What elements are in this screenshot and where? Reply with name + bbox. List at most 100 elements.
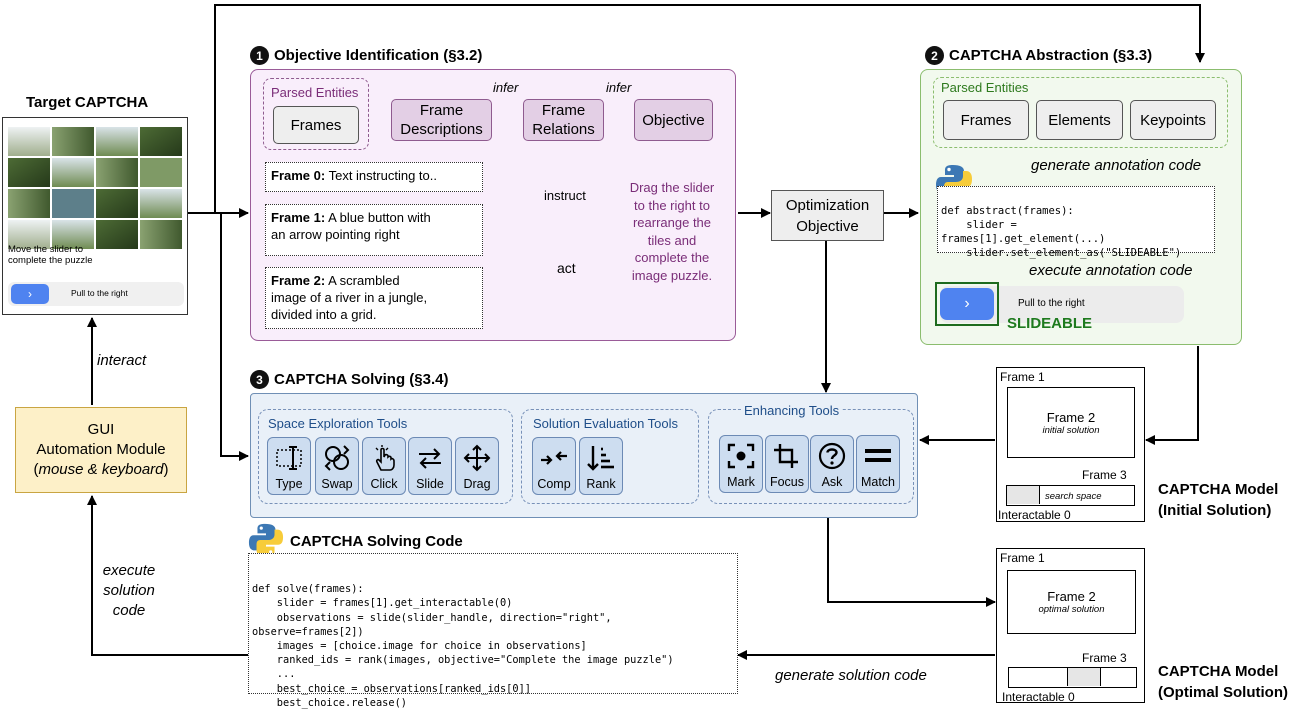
gui-line1: GUI [87, 421, 115, 438]
step-number-2: 2 [925, 46, 944, 65]
slide-arrows-icon [419, 448, 441, 469]
target-instruction-line2: complete the puzzle [8, 255, 93, 266]
python-logo-icon [248, 523, 284, 557]
arrow-to-solving [220, 213, 249, 461]
ab-parsed-entities-group [933, 77, 1228, 148]
objective-box: Objective [634, 99, 713, 141]
target-captcha-panel: Move the slider to complete the puzzle ›… [2, 117, 188, 315]
initial-interactable-label: Interactable 0 [998, 508, 1071, 522]
compare-icon [541, 451, 567, 465]
ab-frames-box: Frames [943, 100, 1029, 140]
frame0-description: Frame 0: Text instructing to.. [265, 162, 483, 192]
pointer-hand-icon [375, 445, 395, 471]
swap-icon [324, 445, 350, 471]
enhancing-tools-label: Enhancing Tools [742, 403, 842, 418]
focus-mark-icon [727, 443, 755, 469]
optimization-objective-box: Optimization Objective [771, 190, 884, 241]
initial-frame1-label: Frame 1 [1000, 370, 1045, 384]
relation-act-label: act [555, 260, 578, 276]
frame-descriptions-box: Frame Descriptions [391, 99, 492, 141]
execute-solution-code-label: execute solution code [102, 562, 156, 619]
swap-tool[interactable]: Swap [315, 437, 359, 495]
search-space-label: search space [1045, 491, 1102, 502]
chevron-right-icon: › [28, 287, 32, 301]
arrow-abstraction-to-model [1145, 346, 1199, 445]
initial-model-frame2: Frame 2 initial solution [1007, 387, 1135, 458]
mark-tool[interactable]: Mark [719, 435, 763, 493]
match-tool[interactable]: Match [856, 435, 900, 493]
move-arrows-icon [463, 444, 491, 472]
abstraction-code-block: def abstract(frames): slider =frames[1].… [937, 186, 1215, 259]
target-slider-track[interactable]: › Pull to the right [8, 282, 184, 306]
oi-frames-box: Frames [273, 106, 359, 144]
target-instruction-line1: Move the slider to [8, 244, 83, 255]
solution-evaluation-group [521, 409, 699, 504]
optimal-frame3-label: Frame 3 [1082, 651, 1127, 665]
puzzle-image-grid [8, 127, 182, 249]
oi-parsed-entities-label: Parsed Entities [271, 85, 359, 100]
captcha-solving-title: 3 CAPTCHA Solving (§3.4) [250, 370, 448, 389]
frame2-description: Frame 2: A scrambled image of a river in… [265, 267, 483, 329]
objective-identification-title: 1 Objective Identification (§3.2) [250, 46, 482, 65]
equals-icon [865, 449, 891, 462]
objective-text: Drag the slider to the right to rearrang… [629, 180, 715, 283]
sort-rank-icon [587, 446, 614, 471]
space-exploration-label: Space Exploration Tools [268, 416, 408, 431]
arrow-code-to-gui [87, 495, 248, 656]
generate-annotation-code-label: generate annotation code [1031, 157, 1202, 174]
ab-elements-box: Elements [1036, 100, 1123, 140]
gui-line2: Automation Module [36, 441, 166, 458]
initial-model-frame3: search space [1006, 485, 1135, 506]
initial-frame3-label: Frame 3 [1082, 468, 1127, 482]
initial-model-caption: CAPTCHA Model (Initial Solution) [1158, 481, 1279, 519]
execute-annotation-code-label: execute annotation code [1029, 262, 1193, 279]
frame-relations-box: Frame Relations [523, 99, 604, 141]
solution-evaluation-label: Solution Evaluation Tools [533, 416, 679, 431]
arrow-top-loop [214, 4, 1205, 213]
chevron-right-icon: › [964, 295, 970, 312]
optimal-interactable-segment [1067, 668, 1101, 686]
question-icon [818, 442, 846, 470]
infer-label-2: infer [606, 80, 632, 95]
slideable-highlight-box [935, 282, 999, 326]
ab-parsed-entities-label: Parsed Entities [941, 80, 1029, 95]
relation-instruct-label: instruct [542, 188, 588, 203]
oi-parsed-entities-group [263, 78, 369, 150]
space-exploration-group [258, 409, 513, 504]
crop-icon [774, 444, 798, 468]
gui-automation-module: GUI Automation Module (mouse & keyboard) [15, 407, 187, 493]
solving-code-block: def solve(frames): slider = frames[1].ge… [248, 553, 738, 709]
ab-keypoints-box: Keypoints [1130, 100, 1216, 140]
target-slider-label: Pull to the right [71, 288, 128, 298]
step-number-1: 1 [250, 46, 269, 65]
optimal-model-caption: CAPTCHA Model (Optimal Solution) [1158, 663, 1288, 701]
optimal-interactable-label: Interactable 0 [1002, 690, 1075, 704]
ab-slider-label: Pull to the right [1018, 298, 1085, 309]
generate-solution-code-label: generate solution code [775, 667, 927, 684]
slideable-label: SLIDEABLE [1007, 315, 1093, 332]
drag-tool[interactable]: Drag [455, 437, 499, 495]
optimal-frame1-label: Frame 1 [1000, 551, 1045, 565]
ab-slider-handle[interactable]: › [940, 288, 994, 320]
text-cursor-icon [276, 446, 302, 470]
slide-tool[interactable]: Slide [408, 437, 452, 495]
solving-code-title: CAPTCHA Solving Code [290, 533, 463, 550]
target-captcha-title: Target CAPTCHA [26, 94, 149, 111]
interact-label: interact [97, 352, 147, 369]
click-tool[interactable]: Click [362, 437, 406, 495]
focus-tool[interactable]: Focus [765, 435, 809, 493]
type-tool[interactable]: Type [267, 437, 311, 495]
rank-tool[interactable]: Rank [579, 437, 623, 495]
comp-tool[interactable]: Comp [532, 437, 576, 495]
infer-label-1: infer [493, 80, 519, 95]
arrow-solving-to-optimal [827, 518, 996, 607]
target-slider-handle[interactable]: › [11, 284, 49, 304]
gui-line3: (mouse & keyboard) [33, 461, 169, 478]
optimal-model-frame2: Frame 2 optimal solution [1007, 570, 1136, 634]
ask-tool[interactable]: Ask [810, 435, 854, 493]
optimal-model-frame3 [1008, 667, 1137, 688]
frame1-description: Frame 1: A blue button with an arrow poi… [265, 204, 483, 256]
initial-interactable-segment [1007, 486, 1040, 504]
step-number-3: 3 [250, 370, 269, 389]
captcha-abstraction-title: 2 CAPTCHA Abstraction (§3.3) [925, 46, 1152, 65]
